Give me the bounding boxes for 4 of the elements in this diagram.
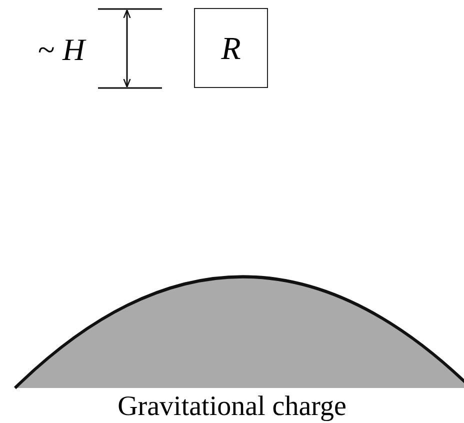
- dimension-label: ~ H: [38, 32, 85, 68]
- square-box: [194, 8, 268, 88]
- box-label: R: [221, 30, 241, 66]
- dome-caption: Gravitational charge: [118, 392, 346, 423]
